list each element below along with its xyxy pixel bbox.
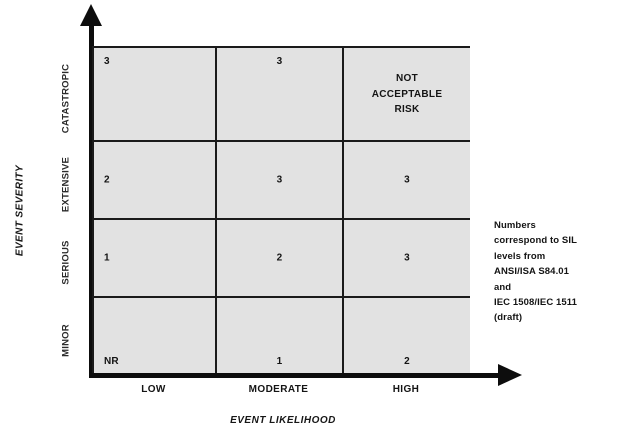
nar-line-2: ACCEPTABLE	[371, 88, 443, 100]
matrix-cell-catastropic-low[interactable]: 3	[94, 48, 217, 142]
cell-value: 2	[104, 174, 110, 186]
nar-line-1: NOT	[395, 72, 418, 84]
matrix-cell-serious-low[interactable]: 1	[94, 220, 217, 298]
matrix-cell-minor-high[interactable]: 2	[344, 298, 470, 373]
matrix-cell-extensive-high[interactable]: 3	[344, 142, 470, 220]
y-axis-title: EVENT SEVERITY	[14, 164, 26, 257]
cell-value: 3	[104, 56, 110, 67]
matrix-cell-catastropic-moderate[interactable]: 3	[217, 48, 344, 142]
x-axis-label-moderate: MODERATE	[248, 384, 309, 395]
sil-note-line-7: (draft)	[494, 312, 523, 324]
matrix-cell-extensive-moderate[interactable]: 3	[217, 142, 344, 220]
y-axis-arrowhead-icon	[80, 4, 102, 26]
cell-value: 1	[104, 252, 110, 264]
sil-note-line-1: Numbers	[494, 220, 536, 231]
y-axis-line	[89, 22, 94, 377]
nar-line-3: RISK	[394, 103, 420, 115]
sil-note-line-2: correspond to SIL	[494, 235, 577, 247]
x-axis-label-high: HIGH	[392, 384, 420, 395]
sil-note-line-5: and	[494, 281, 512, 293]
matrix-cell-catastropic-high[interactable]: NOT ACCEPTABLE RISK	[344, 48, 470, 142]
cell-value: 3	[404, 174, 410, 186]
sil-note-line-4: ANSI/ISA S84.01	[494, 266, 570, 278]
cell-value: 2	[404, 356, 410, 367]
x-axis-line	[89, 373, 501, 378]
sil-note-line-3: levels from	[494, 250, 546, 262]
x-axis-title: EVENT LIKELIHOOD	[230, 415, 336, 426]
sil-note: Numbers correspond to SIL levels from AN…	[494, 218, 620, 326]
matrix-cell-minor-low[interactable]: NR	[94, 298, 217, 373]
matrix-cell-minor-moderate[interactable]: 1	[217, 298, 344, 373]
matrix-cell-extensive-low[interactable]: 2	[94, 142, 217, 220]
cell-value: 3	[404, 252, 410, 264]
cell-value: NR	[104, 356, 119, 367]
matrix-grid: 3 3 NOT ACCEPTABLE RISK 2 3 3 1 2 3 NR	[92, 46, 470, 373]
x-axis-arrowhead-icon	[498, 364, 522, 386]
matrix-cell-serious-moderate[interactable]: 2	[217, 220, 344, 298]
cell-value: 2	[276, 252, 283, 264]
cell-value: 3	[276, 56, 283, 67]
matrix-cell-serious-high[interactable]: 3	[344, 220, 470, 298]
not-acceptable-risk-label: NOT ACCEPTABLE RISK	[372, 71, 443, 118]
y-axis-label-minor: MINOR	[60, 324, 72, 357]
cell-value: 3	[276, 174, 283, 186]
cell-value: 1	[276, 356, 283, 367]
sil-note-line-6: IEC 1508/IEC 1511	[494, 296, 578, 308]
x-axis-label-low: LOW	[141, 384, 166, 395]
